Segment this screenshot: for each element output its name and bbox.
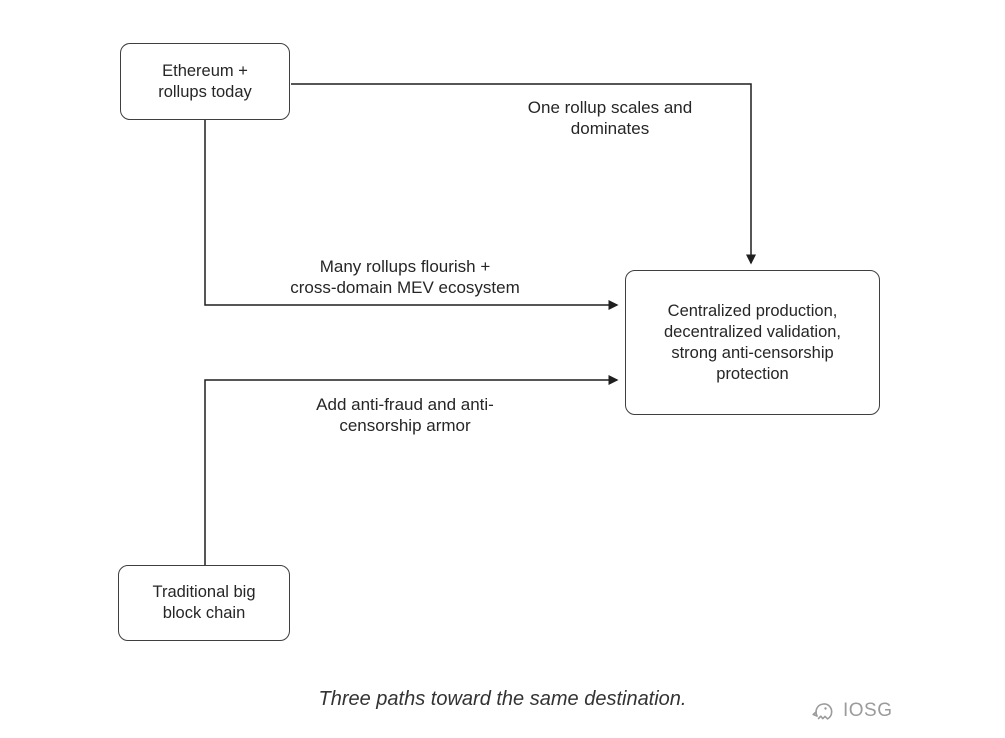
node-ethereum-rollups-today-label: Ethereum + rollups today	[158, 61, 252, 101]
node-traditional-big-block-chain-label: Traditional big block chain	[152, 583, 256, 622]
edge-label-one-rollup-scales: One rollup scales and dominates	[527, 98, 693, 138]
iosg-logo-icon	[812, 703, 833, 720]
diagram-caption: Three paths toward the same destination.	[318, 688, 687, 710]
node-ethereum-rollups-today: Ethereum + rollups today	[120, 43, 290, 120]
node-traditional-big-block-chain: Traditional big block chain	[118, 565, 290, 641]
edge-one-rollup-scales	[291, 83, 756, 265]
edge-label-add-anti-fraud-armor: Add anti-fraud and anti- censorship armo…	[316, 395, 494, 435]
edge-add-anti-fraud-armor	[204, 375, 619, 565]
node-centralized-production-destination-label: Centralized production, decentralized va…	[663, 301, 842, 383]
iosg-logo-text: IOSG	[843, 700, 893, 721]
edge-many-rollups-flourish	[204, 120, 619, 310]
edge-label-many-rollups-flourish: Many rollups flourish + cross-domain MEV…	[290, 257, 520, 297]
node-centralized-production-destination: Centralized production, decentralized va…	[625, 270, 880, 415]
iosg-logo: IOSG	[810, 698, 893, 724]
